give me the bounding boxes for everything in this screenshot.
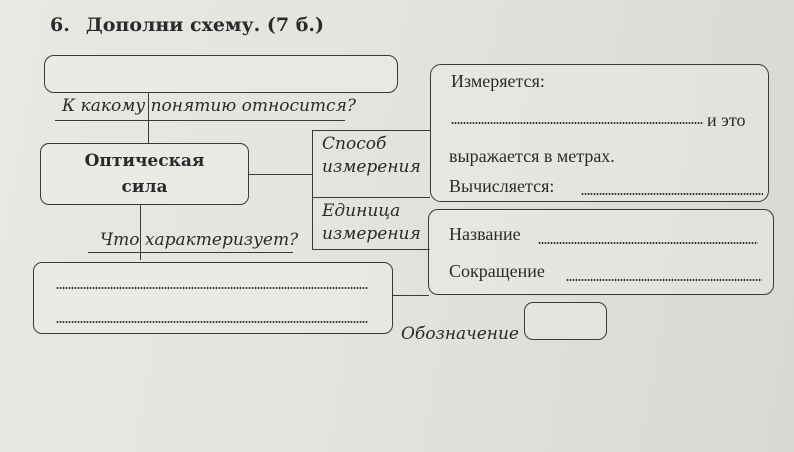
unit-box [428, 209, 774, 295]
and-this-text: и это [707, 110, 746, 130]
branch-vertical [312, 130, 314, 250]
method-label: Способ измерения [322, 133, 421, 179]
task-heading: 6. Дополни схему. (7 б.) [50, 14, 324, 36]
unit-top-line [312, 197, 430, 199]
unit-bottom-line [312, 249, 430, 251]
concept-answer-box[interactable] [44, 55, 398, 93]
characterizes-underline [88, 252, 293, 254]
designation-connector [393, 295, 429, 297]
characterizes-question: Что характеризует? [100, 230, 299, 250]
central-line1: Оптическая [84, 151, 205, 171]
abbrev-label: Сокращение [449, 261, 545, 281]
concept-underline [55, 120, 345, 122]
central-concept: Оптическая сила [40, 148, 249, 200]
method-line2: измерения [322, 157, 421, 177]
abbrev-answer-line[interactable] [566, 279, 762, 281]
concept-question: К какому понятию относится? [62, 96, 356, 116]
unit-label: Единица измерения [322, 200, 421, 246]
unit-line2: измерения [322, 224, 421, 244]
designation-answer-box[interactable] [524, 302, 607, 340]
designation-label: Обозначение [401, 324, 519, 344]
method-box [430, 64, 769, 202]
calculated-answer-line[interactable] [581, 193, 763, 195]
calculated-label: Вычисляется: [449, 176, 555, 196]
unit-line1: Единица [322, 201, 401, 221]
central-connector [249, 174, 313, 176]
measured-label: Измеряется: [451, 71, 545, 91]
method-top-line [312, 130, 430, 132]
central-line2: сила [121, 177, 168, 197]
task-number: 6. [50, 14, 70, 36]
method-line1: Способ [322, 134, 387, 154]
central-box [40, 143, 249, 205]
characterizes-answer-line-2[interactable] [56, 321, 368, 323]
measured-answer-line[interactable] [451, 122, 703, 124]
concept-divider [148, 93, 150, 143]
characterizes-answer-line-1[interactable] [56, 287, 368, 289]
name-label: Название [449, 224, 521, 244]
expressed-in-text: выражается в метрах. [449, 146, 615, 166]
characterizes-answer-box [33, 262, 393, 334]
task-title: Дополни схему. (7 б.) [85, 14, 324, 36]
characterizes-divider [140, 205, 142, 260]
name-answer-line[interactable] [538, 242, 758, 244]
